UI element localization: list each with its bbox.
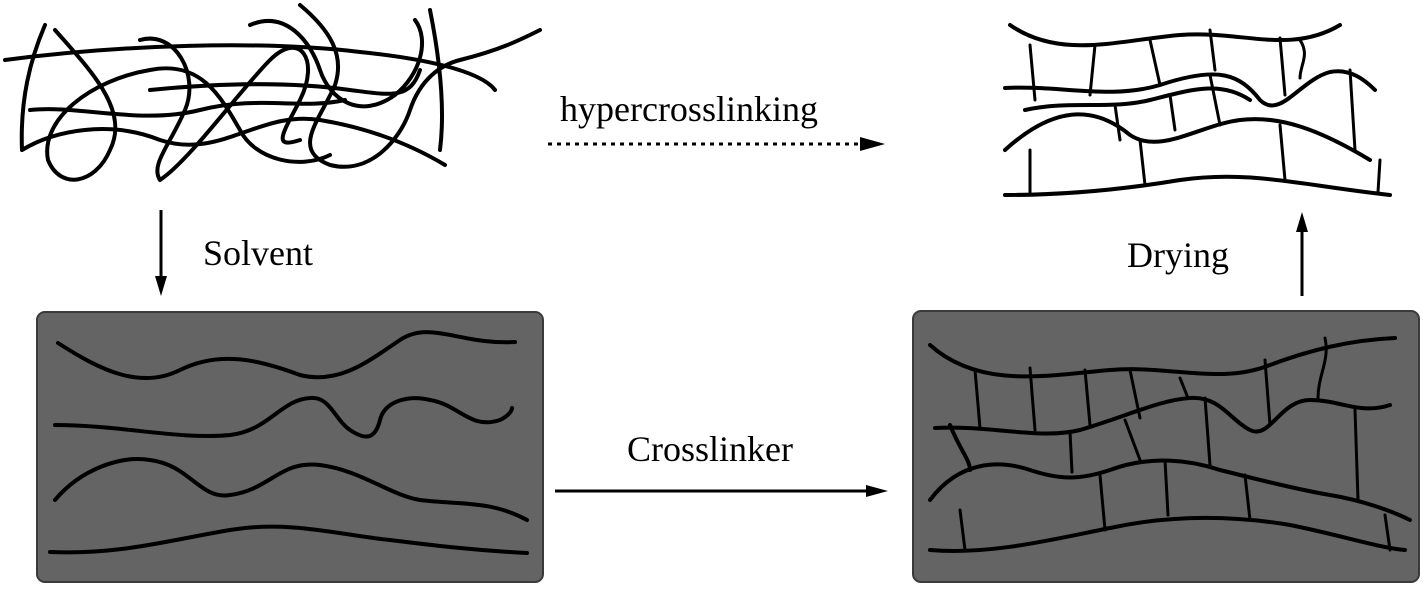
network-chain xyxy=(1003,69,1377,108)
crosslinker-label: Crosslinker xyxy=(627,429,793,469)
network-chain xyxy=(1023,86,1252,112)
polymer-chain xyxy=(298,3,542,169)
crosslink xyxy=(1068,430,1074,474)
solvated-chain xyxy=(56,330,517,381)
crosslink xyxy=(1298,38,1306,80)
crosslink xyxy=(1168,93,1177,132)
network-chain xyxy=(933,395,1392,436)
crosslink xyxy=(1263,358,1272,427)
solvated-chain xyxy=(53,457,529,522)
network-chain xyxy=(948,423,972,472)
crosslink xyxy=(1203,396,1212,467)
solvent-arrow xyxy=(155,210,167,296)
crosslink xyxy=(1353,408,1360,502)
crosslink xyxy=(1163,458,1170,517)
crosslink xyxy=(1123,418,1142,462)
network-chain xyxy=(1003,174,1392,197)
crosslink xyxy=(1243,473,1252,522)
polymer-chain xyxy=(3,43,497,92)
crosslink xyxy=(1138,138,1147,187)
network-chain xyxy=(1003,112,1372,162)
network-chain xyxy=(928,515,1407,553)
solvent-box xyxy=(912,310,1420,583)
polymer-chain xyxy=(19,23,447,167)
network-chain xyxy=(928,336,1397,379)
crosslink xyxy=(1083,368,1092,427)
crosslinker-arrow xyxy=(555,485,888,497)
crosslink xyxy=(1348,68,1357,152)
crosslink xyxy=(1278,123,1287,182)
solvated-chain xyxy=(48,524,529,555)
polymer-coil-panel xyxy=(3,3,542,182)
crosslink xyxy=(1208,73,1222,127)
crosslink xyxy=(1028,366,1037,432)
swollen-polymer-panel xyxy=(36,311,544,583)
polymer-chain xyxy=(138,36,310,182)
crosslink xyxy=(1098,473,1107,532)
crosslink xyxy=(1128,368,1142,420)
crosslink xyxy=(1383,513,1392,552)
network-chain xyxy=(1008,23,1342,48)
crosslink xyxy=(958,508,967,552)
solvent-box xyxy=(36,311,544,583)
crosslink xyxy=(1208,28,1217,72)
crosslink xyxy=(1376,158,1382,194)
hypercrosslinking-arrow xyxy=(548,137,885,151)
drying-label: Drying xyxy=(1127,235,1229,275)
polymer-chain xyxy=(428,8,444,152)
solvent-label: Solvent xyxy=(203,233,313,273)
crosslink xyxy=(1028,43,1037,102)
crosslink xyxy=(1316,336,1328,400)
drying-arrow xyxy=(1296,212,1308,296)
crosslink xyxy=(1148,38,1162,87)
hypercrosslinked-network-panel xyxy=(1003,23,1392,197)
polymer-chain xyxy=(45,28,332,182)
crosslink xyxy=(973,368,982,430)
hypercrosslinking-label: hypercrosslinking xyxy=(560,89,818,129)
crosslink xyxy=(1178,376,1190,400)
polymer-chain xyxy=(28,98,347,118)
crosslink xyxy=(1088,43,1097,97)
polymer-chain xyxy=(148,68,422,96)
crosslinked-swollen-network-panel xyxy=(912,310,1420,583)
solvated-chain xyxy=(53,395,514,439)
crosslink xyxy=(1278,36,1287,97)
crosslink xyxy=(1113,103,1122,142)
